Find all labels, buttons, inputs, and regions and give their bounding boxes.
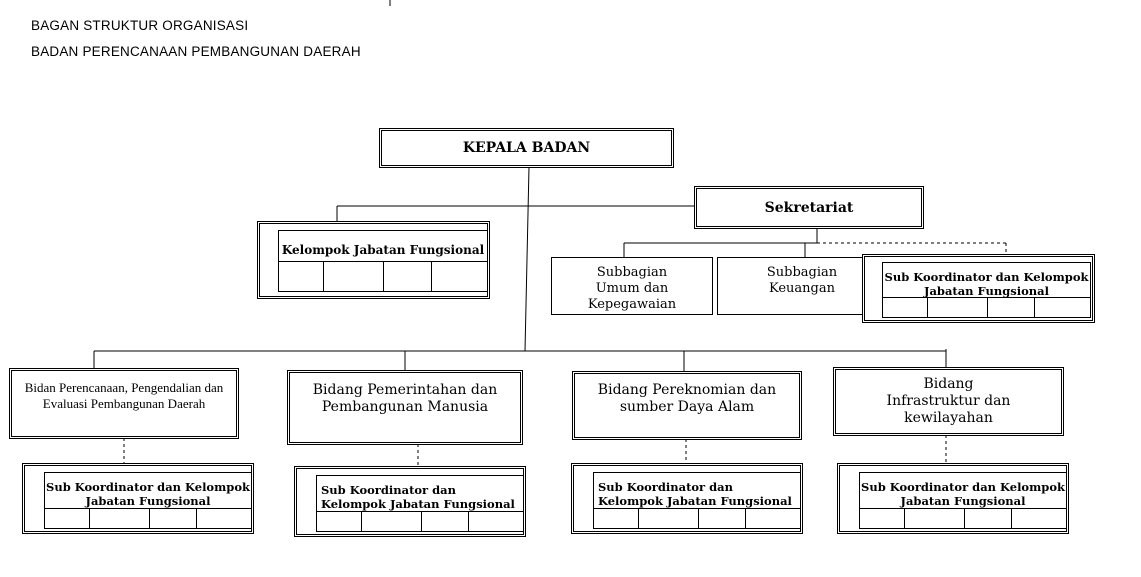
kjf-top-label: Kelompok Jabatan Fungsional [281,243,485,257]
kjf-top-box: Kelompok Jabatan Fungsional [257,221,490,299]
bidang-3-box: Bidang Pereknomian dan sumber Daya Alam [572,371,802,440]
subbagian-keuangan-label: Subbagian Keuangan [766,265,838,296]
sekretariat-label: Sekretariat [764,199,854,216]
sub-koordinator-bidang-2-box: Sub Koordinator dan Kelompok Jabatan Fun… [294,466,526,537]
sekretariat-box: Sekretariat [694,186,924,229]
kepala-badan-box: KEPALA BADAN [379,128,674,168]
kjf-top-cells [279,261,487,291]
bidang-4-box: Bidang Infrastruktur dan kewilayahan [833,367,1064,436]
bidang-1-label: Bidan Perencanaan, Pengendalian dan Eval… [24,380,224,411]
chart-title-line1: BAGAN STRUKTUR ORGANISASI [31,18,249,33]
sub-koordinator-bidang-3-box: Sub Koordinator dan Kelompok Jabatan Fun… [571,463,803,534]
chart-title-line2: BADAN PERENCANAAN PEMBANGUNAN DAERAH [31,44,361,59]
bidang-2-box: Bidang Pemerintahan dan Pembangunan Manu… [287,370,523,445]
sub-koordinator-bidang-3-label: Sub Koordinator dan Kelompok Jabatan Fun… [598,480,792,508]
sub-koordinator-bidang-1-label: Sub Koordinator dan Kelompok Jabatan Fun… [46,480,250,508]
sub-koordinator-sekretariat-box: Sub Koordinator dan Kelompok Jabatan Fun… [862,254,1095,323]
sub-koordinator-sekretariat-label: Sub Koordinator dan Kelompok Jabatan Fun… [884,270,1089,298]
kepala-badan-label: KEPALA BADAN [462,140,591,156]
subbagian-umum-box: Subbagian Umum dan Kepegawaian [551,257,713,315]
sub-koordinator-bidang-4-box: Sub Koordinator dan Kelompok Jabatan Fun… [837,463,1069,534]
bidang-4-label: Bidang Infrastruktur dan kewilayahan [886,376,1011,426]
subbagian-keuangan-box: Subbagian Keuangan [717,257,887,315]
bidang-3-label: Bidang Pereknomian dan sumber Daya Alam [597,382,777,415]
sub-koordinator-bidang-4-label: Sub Koordinator dan Kelompok Jabatan Fun… [861,480,1065,508]
subbagian-umum-label: Subbagian Umum dan Kepegawaian [587,265,677,312]
bidang-1-box: Bidan Perencanaan, Pengendalian dan Eval… [9,368,239,439]
bidang-2-label: Bidang Pemerintahan dan Pembangunan Manu… [312,382,498,415]
sub-koordinator-bidang-1-box: Sub Koordinator dan Kelompok Jabatan Fun… [22,463,254,534]
sub-koordinator-bidang-2-label: Sub Koordinator dan Kelompok Jabatan Fun… [321,483,515,511]
